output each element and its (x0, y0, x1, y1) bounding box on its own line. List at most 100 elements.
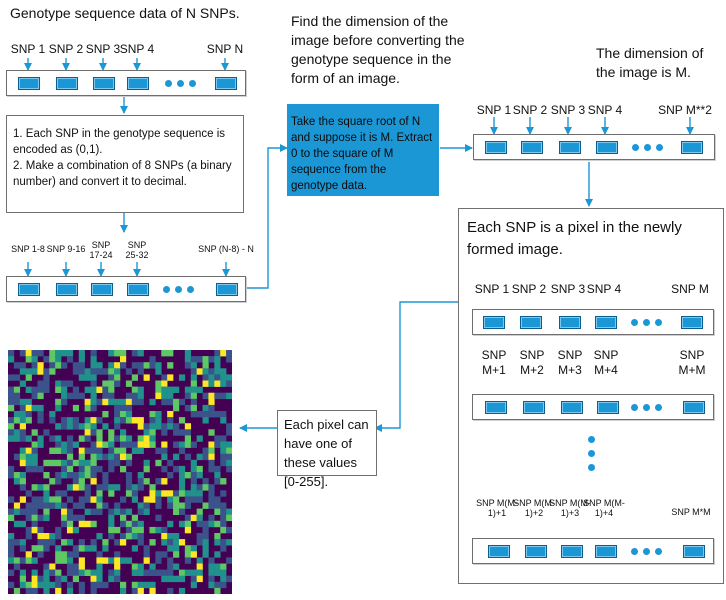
image-pixel (90, 520, 97, 528)
image-pixel (161, 478, 168, 485)
image-pixel (19, 423, 26, 430)
image-row-last (472, 538, 714, 564)
image-pixel (155, 551, 162, 558)
image-pixel (131, 545, 138, 552)
image-pixel (8, 356, 15, 363)
image-pixel (220, 545, 227, 552)
image-pixel (43, 459, 50, 467)
image-pixel (178, 508, 186, 515)
image-pixel (220, 459, 227, 467)
image-pixel (96, 502, 103, 509)
image-pixel (49, 417, 56, 424)
image-pixel (208, 502, 215, 509)
snp-cell (488, 545, 510, 558)
image-pixel (90, 398, 97, 406)
snp-cell (523, 401, 545, 414)
image-pixel (184, 386, 192, 393)
image-pixel (19, 569, 26, 576)
image-pixel (8, 417, 15, 424)
image-pixel (13, 374, 21, 381)
image-pixel (25, 490, 32, 497)
image-pixel (131, 447, 138, 454)
image-pixel (220, 520, 227, 528)
image-pixel (131, 386, 138, 393)
image-pixel (78, 453, 85, 461)
image-pixel (19, 478, 26, 485)
image-pixel (167, 472, 174, 479)
image-pixel (173, 429, 180, 436)
image-pixel (19, 520, 26, 528)
image-pixel (90, 374, 97, 381)
image-pixel (173, 575, 180, 583)
image-pixel (90, 386, 97, 393)
image-pixel (84, 569, 91, 576)
snp-cell (485, 401, 507, 414)
image-pixel (167, 569, 174, 576)
image-pixel (8, 429, 15, 436)
ellipsis-dot (631, 319, 638, 326)
image-pixel (137, 526, 144, 534)
strip5-label-mm: SNP M+M (678, 348, 706, 377)
image-pixel (161, 447, 168, 454)
image-pixel (66, 496, 74, 503)
strip2-label-3: SNP 17-24 (89, 240, 113, 260)
image-pixel (161, 539, 168, 546)
image-pixel (125, 417, 133, 424)
image-pixel (55, 362, 62, 369)
image-pixel (84, 429, 91, 436)
image-pixel (149, 496, 156, 503)
snp-strip-m2 (473, 134, 715, 160)
image-pixel (131, 441, 138, 448)
image-pixel (84, 368, 91, 375)
image-pixel (61, 447, 68, 454)
image-pixel (55, 502, 62, 509)
image-pixel (96, 563, 103, 570)
image-pixel (25, 551, 32, 558)
image-pixel (78, 520, 85, 528)
image-pixel (137, 587, 144, 594)
image-pixel (220, 563, 227, 570)
image-pixel (49, 447, 56, 454)
image-pixel (19, 398, 26, 406)
image-pixel (125, 441, 133, 448)
image-pixel (178, 447, 186, 454)
image-pixel (214, 533, 221, 540)
image-pixel (102, 380, 109, 387)
image-pixel (61, 392, 68, 400)
strip5-label-2: SNP M+2 (519, 348, 545, 377)
image-pixel (13, 539, 21, 546)
image-pixel (120, 447, 127, 454)
image-pixel (184, 569, 192, 576)
image-pixel (13, 417, 21, 424)
image-pixel (167, 411, 174, 418)
image-pixel (173, 465, 180, 473)
image-pixel (184, 502, 192, 509)
image-pixel (220, 502, 227, 509)
image-pixel (226, 374, 232, 381)
image-pixel (78, 563, 85, 570)
image-pixel (61, 465, 68, 473)
image-pixel (19, 417, 26, 424)
image-pixel (31, 429, 38, 436)
image-pixel (190, 472, 197, 479)
image-pixel (178, 569, 186, 576)
image-pixel (66, 380, 74, 387)
image-pixel (120, 508, 127, 515)
image-pixel (137, 368, 144, 375)
image-pixel (72, 472, 80, 479)
image-pixel (31, 508, 38, 515)
image-pixel (31, 581, 38, 589)
image-pixel (49, 411, 56, 418)
image-pixel (96, 569, 103, 576)
image-pixel (43, 429, 50, 436)
image-pixel (8, 533, 15, 540)
image-pixel (108, 380, 115, 387)
image-pixel (155, 392, 162, 400)
image-pixel (155, 380, 162, 387)
image-pixel (173, 490, 180, 497)
image-pixel (214, 587, 221, 594)
image-pixel (31, 526, 38, 534)
image-pixel (43, 533, 50, 540)
image-pixel (90, 472, 97, 479)
image-pixel (96, 362, 103, 369)
